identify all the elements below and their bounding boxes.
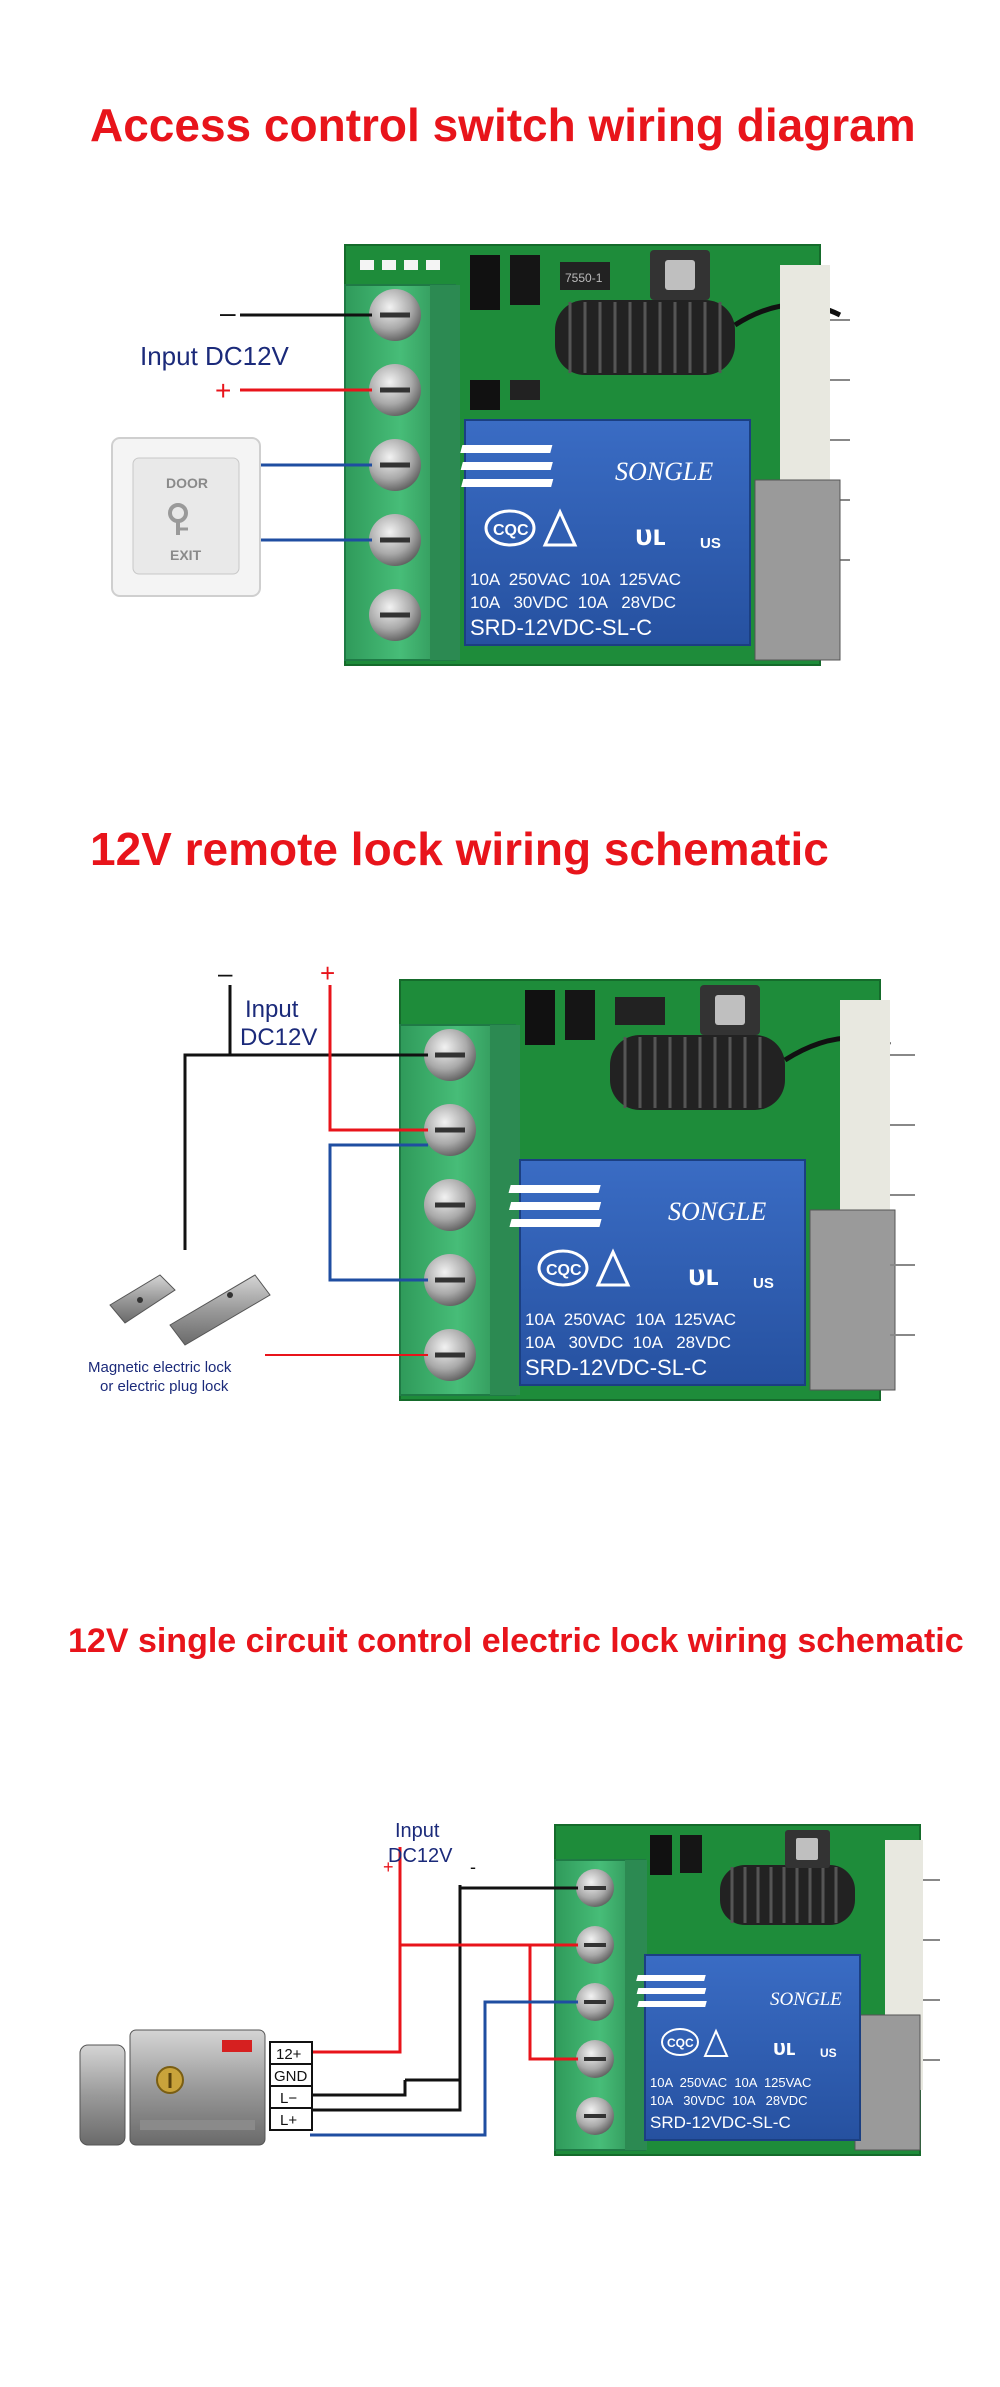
terminal-block [554,1859,647,2151]
terminal-gnd: GND [274,2068,308,2085]
terminal-l-minus: L− [280,2090,297,2107]
button-exit-text: EXIT [170,547,202,563]
relay-model: SRD-12VDC-SL-C [470,615,652,640]
plus-sign: + [215,375,231,406]
wire-12v [310,1847,402,2054]
section2-title: 12V remote lock wiring schematic [90,823,829,875]
relay-cert: CQC [493,522,529,539]
relay-ul: US [700,535,721,552]
relay-ul: US [753,1275,774,1292]
wire-gnd [310,1886,578,2112]
svg-text:ᴜʟ: ᴜʟ [635,519,666,552]
lock-label-1: Magnetic electric lock [88,1359,232,1376]
plus-sign: + [320,958,335,988]
section1-title: Access control switch wiring diagram [90,99,916,151]
relay-ul: US [820,2046,837,2060]
relay: SONGLE CQC ᴜʟ US 10A 250VAC 10A 125VAC 1… [636,1954,861,2141]
lock-label-2: or electric plug lock [100,1378,229,1395]
section1-diagram: 7550-1 [111,244,850,666]
exit-button-device: DOOR EXIT [111,437,261,597]
relay-rating-ac: 10A 250VAC 10A 125VAC [650,2075,811,2090]
relay-rating-ac: 10A 250VAC 10A 125VAC [525,1310,736,1329]
terminal-12v: 12+ [276,2046,302,2063]
relay-rating-ac: 10A 250VAC 10A 125VAC [470,570,681,589]
terminal-l-plus: L+ [280,2112,297,2129]
input-label-1: Input [245,996,299,1023]
relay-model: SRD-12VDC-SL-C [650,2113,791,2132]
minus-sign: – [218,958,233,988]
minus-sign: - [470,1857,476,1877]
input-label-1: Input [395,1820,440,1842]
wire-lock-minus [310,2080,407,2097]
wire-lock-plus [310,2000,578,2137]
relay: SONGLE CQC ᴜʟ US 10A 250VAC 10A 125VAC 1… [508,1159,806,1386]
wire-com-link [528,1945,578,2061]
relay-rating-dc: 10A 30VDC 10A 28VDC [525,1333,731,1352]
wire-positive [328,985,428,1132]
relay-cert: CQC [546,1262,582,1279]
relay-brand: SONGLE [615,457,713,486]
terminal-block [399,1024,520,1396]
input-label-2: DC12V [240,1024,317,1051]
magnetic-lock-image [109,1274,271,1346]
ic-label: 7550-1 [565,271,603,285]
relay-rating-dc: 10A 30VDC 10A 28VDC [470,593,676,612]
relay-cert: CQC [667,2036,694,2050]
terminal-block [344,284,460,661]
relay-rating-dc: 10A 30VDC 10A 28VDC [650,2093,808,2108]
svg-text:ᴜʟ: ᴜʟ [688,1259,719,1292]
lock-terminal-labels: 12+ GND L− L+ [269,2041,313,2131]
svg-text:ᴜʟ: ᴜʟ [773,2035,796,2060]
relay-brand: SONGLE [770,1989,842,2010]
section3-diagram: SONGLE CQC ᴜʟ US 10A 250VAC 10A 125VAC 1… [79,1820,940,2156]
electric-lock-image [79,2029,266,2146]
plus-sign: + [383,1857,394,1877]
button-door-text: DOOR [166,475,208,491]
section3-title: 12V single circuit control electric lock… [68,1622,964,1660]
wire-com-to-no [328,1143,428,1282]
section2-diagram: SONGLE CQC ᴜʟ US 10A 250VAC 10A 125VAC 1… [88,958,915,1401]
relay-brand: SONGLE [668,1197,766,1226]
wire-negative [183,1053,428,1250]
terminal-screws [369,289,421,641]
relay-model: SRD-12VDC-SL-C [525,1355,707,1380]
minus-sign: – [220,297,236,328]
input-label: Input DC12V [140,341,290,371]
key-icon [168,503,188,535]
relay: SONGLE CQC ᴜʟ US 10A 250VAC 10A 125VAC 1… [460,419,751,646]
input-label-2: DC12V [388,1845,453,1867]
